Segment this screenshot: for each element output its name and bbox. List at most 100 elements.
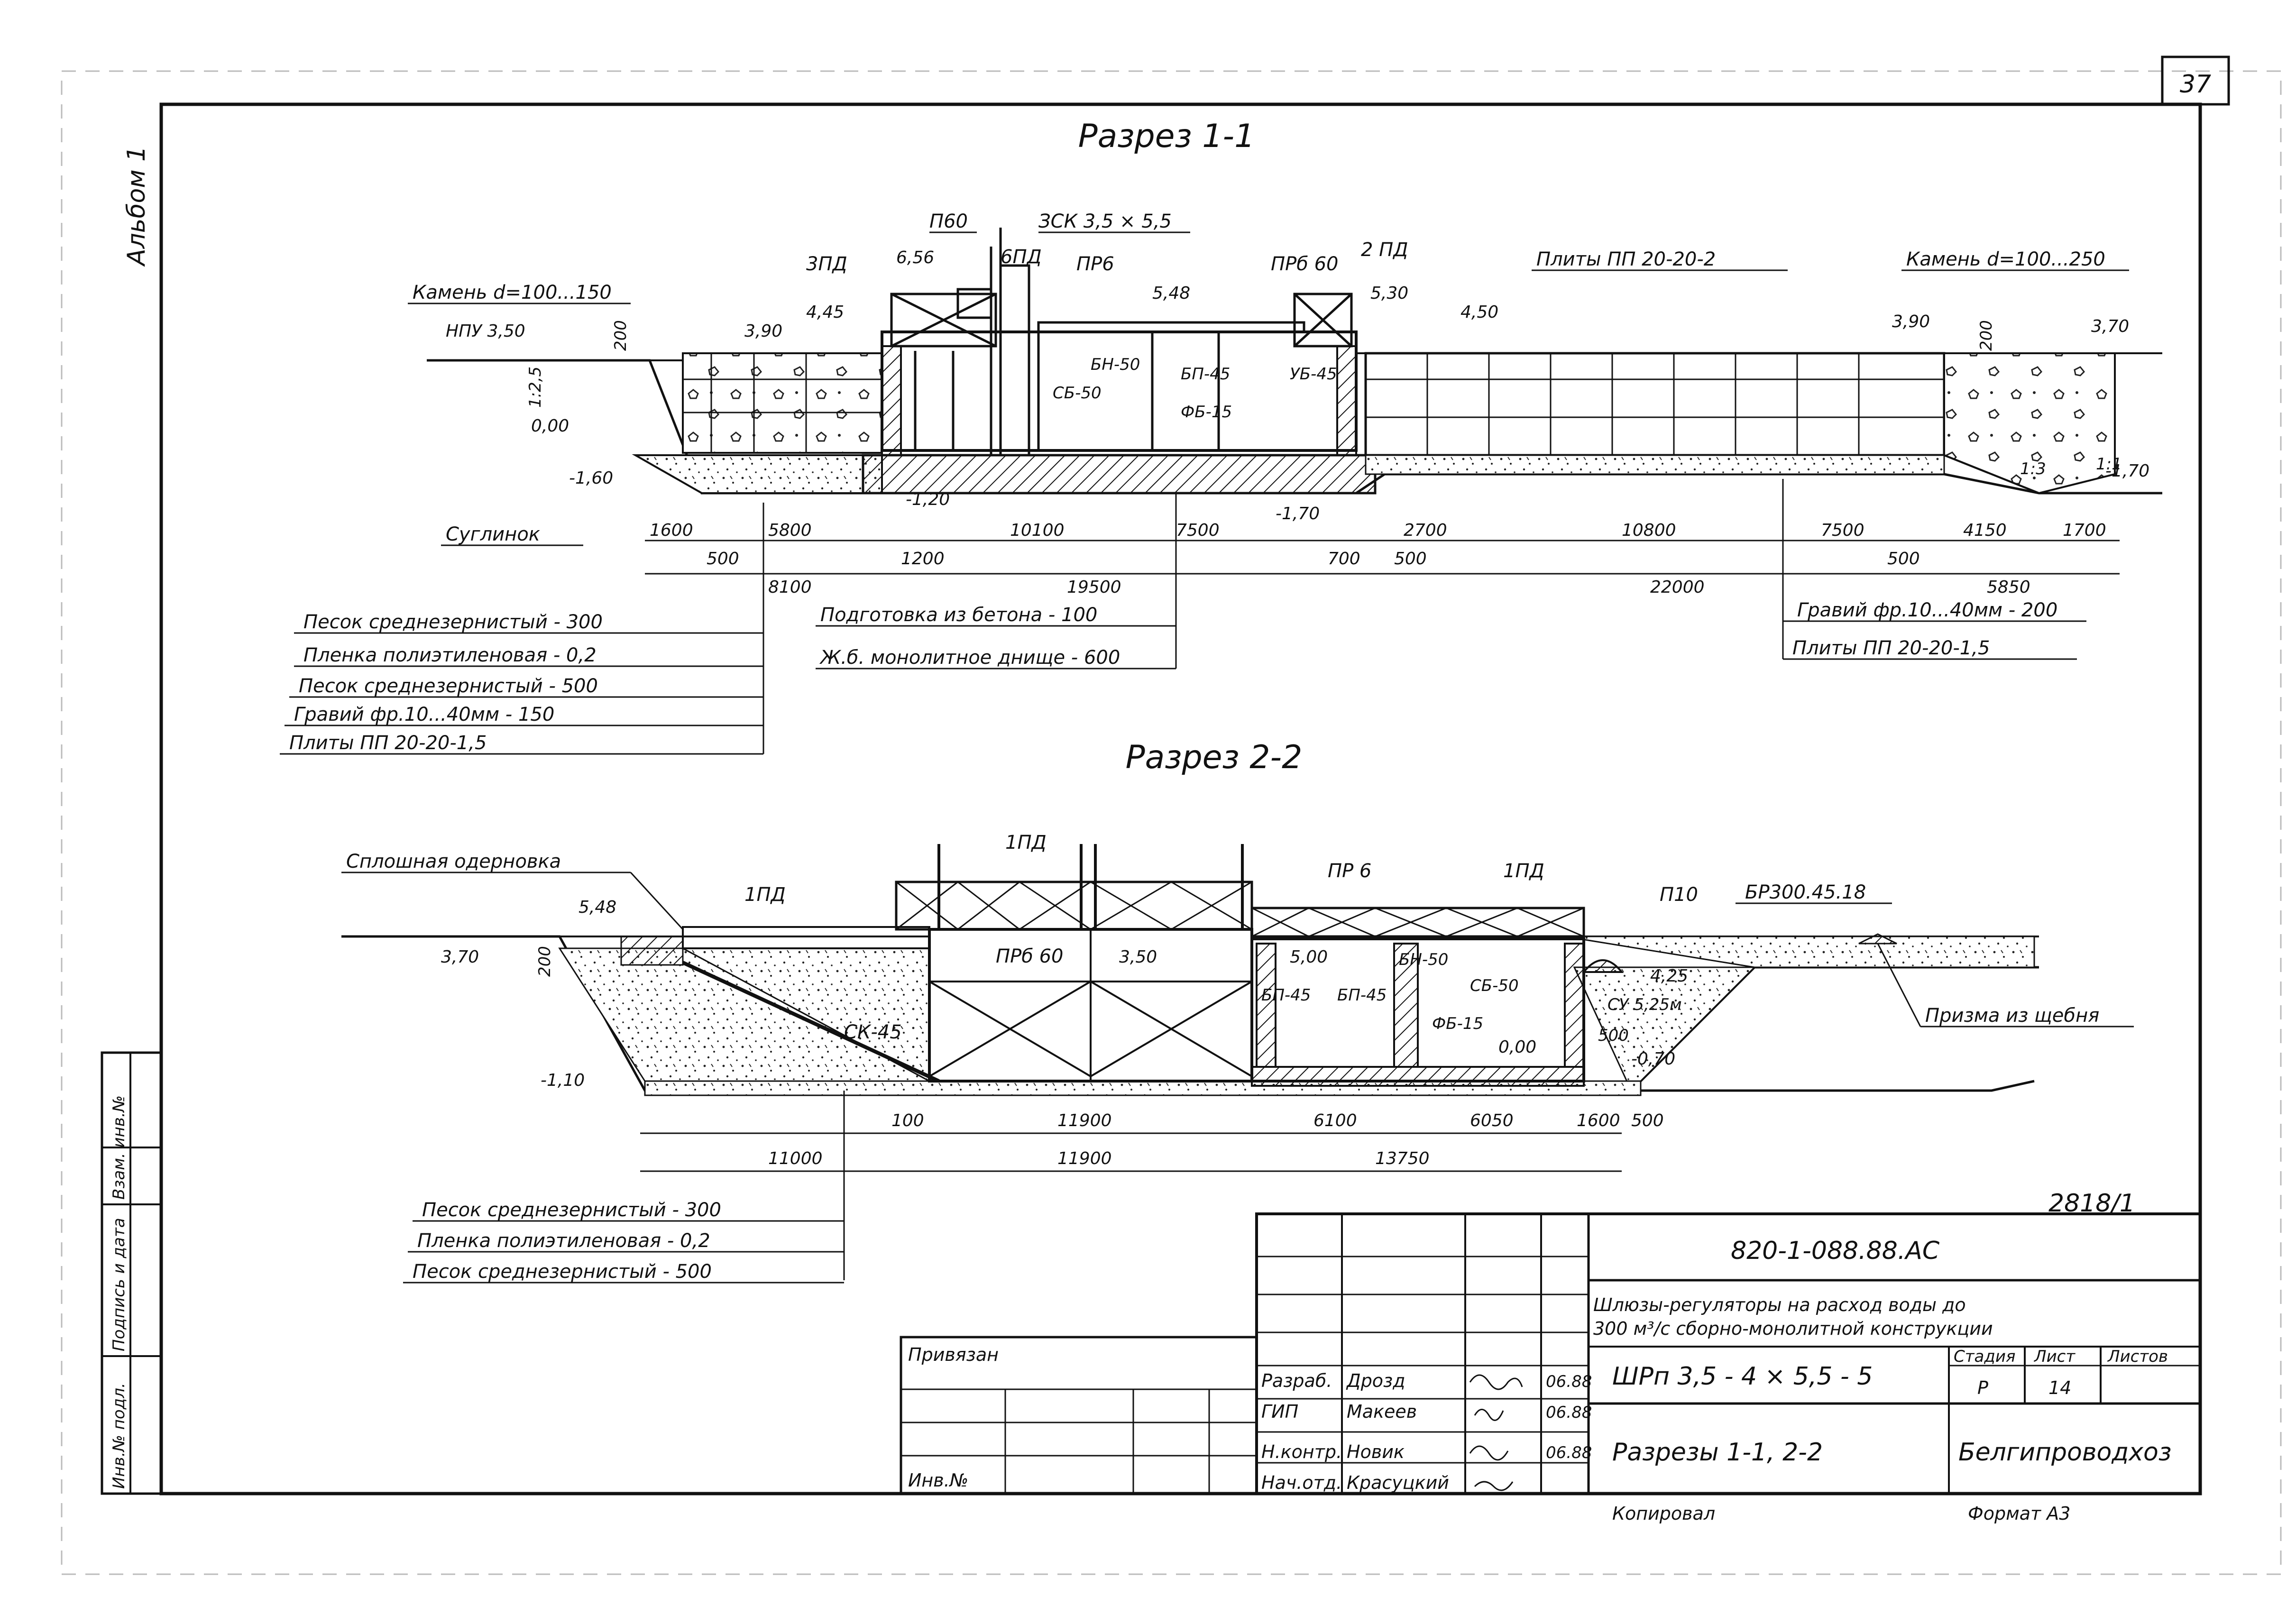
s1-sand-left	[632, 454, 883, 494]
label-section2-labels-sb50: СБ-50	[1470, 976, 1519, 995]
label-section1-labels-mark_530: 5,30	[1370, 284, 1408, 303]
doc-code: 820-1-088.88.АС	[1731, 1237, 1940, 1265]
label-titleblock-sheets_header: Листов	[2107, 1347, 2168, 1366]
label-section1-dims-3: 8100	[768, 578, 812, 597]
privyazan: Привязан	[908, 1344, 999, 1365]
label-section1-labels-npu: НПУ 3,50	[446, 321, 525, 341]
label-section1-dims-1: 5800	[768, 521, 812, 540]
label-titleblock-roles-1-name: Макеев	[1347, 1401, 1417, 1422]
label-section2-labels-mark_350: 3,50	[1119, 947, 1157, 967]
label-section1-labels-mark_370: 3,70	[2091, 317, 2129, 336]
label-section1-labels-bn50: БН-50	[1091, 355, 1140, 374]
label-section2-labels-sod: Сплошная одерновка	[346, 851, 561, 872]
label-section1-dims-4: 1200	[901, 549, 945, 569]
label-titleblock-roles-1-date: 06.88	[1546, 1403, 1592, 1422]
label-section1-dims-2: 500	[707, 549, 739, 569]
label-section1-labels-mark_390_left: 3,90	[744, 321, 782, 341]
s1-layers-center: Подготовка из бетона - 100 Ж.б. монолитн…	[816, 493, 1177, 670]
label-section1-dims-12: 22000	[1650, 578, 1705, 597]
label-section1-labels-p60: П60	[929, 211, 968, 232]
label-titleblock-sheet_no: 14	[2048, 1377, 2071, 1398]
label-section1-labels-mark_390_right: 3,90	[1892, 312, 1930, 331]
outer-trim-line	[61, 70, 2282, 1575]
label-section1-labels-mark_548: 5,48	[1152, 284, 1190, 303]
label-section1-labels-bp45: БП-45	[1181, 365, 1230, 384]
label-section2-labels-mark_500: 5,00	[1290, 947, 1328, 967]
label-section2-dims-5: 500	[1631, 1111, 1664, 1130]
format-label: Формат А3	[1968, 1503, 2070, 1524]
label-section1-labels-mark_m160: -1,60	[569, 468, 613, 488]
label-titleblock-roles-3-role: Нач.отд.	[1261, 1472, 1342, 1493]
label-section2-labels-bn50: БН-50	[1399, 950, 1448, 969]
label-section2-layers-1: Пленка полиэтиленовая - 0,2	[417, 1230, 710, 1252]
s1-stone-left	[682, 352, 883, 454]
title-block: Привязан Инв.№ 820-1-088.88.АС Шлюзы-рег…	[900, 1212, 2202, 1495]
label-section1-layers_left-3: Гравий фр.10...40мм - 150	[294, 704, 554, 725]
label-section2-dims-7: 11900	[1057, 1149, 1112, 1168]
label-section1-dims-10: 500	[1394, 549, 1427, 569]
s1-layers-right: Гравий фр.10...40мм - 200 Плиты ПП 20-20…	[1782, 479, 2086, 660]
label-section1-layers_left-1: Пленка полиэтиленовая - 0,2	[303, 644, 597, 666]
label-section1-dims-15: 4150	[1963, 521, 2007, 540]
label-section1-dims-8: 700	[1328, 549, 1360, 569]
side-stamp: Инв.№ подл. Подпись и дата Взам. инв.№	[101, 1051, 163, 1495]
label-section2-dims-4: 1600	[1577, 1111, 1620, 1130]
s2-layers: Песок среднезернистый - 300 Пленка полиэ…	[403, 1091, 845, 1284]
mark-code: ШРп 3,5 - 4 × 5,5 - 5	[1612, 1362, 1873, 1391]
title-line-1: Шлюзы-регуляторы на расход воды до	[1593, 1294, 1966, 1315]
label-section2-dims-1: 11900	[1057, 1111, 1112, 1130]
label-section1-dims-5: 10100	[1010, 521, 1065, 540]
label-section2-labels-sk45: СК-45	[844, 1021, 902, 1043]
label-section2-labels-one_pd_right: 1ПД	[1503, 860, 1544, 882]
label-section2-labels-mark_425: 4,25	[1650, 966, 1688, 986]
label-section1-labels-mark_000: 0,00	[531, 416, 569, 436]
section2-title: Разрез 2-2	[1126, 739, 1303, 776]
album-label: Альбом 1	[122, 146, 151, 267]
label-section1-labels-mark_m120: -1,20	[906, 490, 950, 509]
label-section1-labels-sb50: СБ-50	[1053, 384, 1102, 403]
label-section2-labels-mark_370: 3,70	[441, 947, 479, 967]
s2-sk45-slope	[682, 961, 940, 1083]
s1-apron-right	[1364, 352, 1946, 457]
label-section2-dims-8: 13750	[1375, 1149, 1430, 1168]
label-section1-dims-11: 10800	[1622, 521, 1676, 540]
inv-no: Инв.№	[908, 1470, 968, 1491]
label-titleblock-roles-1-role: ГИП	[1261, 1401, 1298, 1422]
label-section1-labels-loam: Суглинок	[446, 523, 540, 545]
label-titleblock-roles-2-name: Новик	[1347, 1441, 1405, 1462]
s2-bridge-right	[1250, 907, 1585, 938]
label-section1-labels-slope_11: 1:1	[2096, 455, 2122, 474]
label-titleblock-roles-0-name: Дрозд	[1346, 1370, 1405, 1391]
label-section1-labels-prb60: ПРб 60	[1271, 253, 1338, 275]
label-section2-labels-pr6: ПР 6	[1328, 860, 1371, 882]
label-titleblock-stage_header: Стадия	[1954, 1347, 2015, 1366]
label-section1-labels-mark_450: 4,50	[1460, 303, 1498, 322]
label-section1-dims-7: 19500	[1067, 578, 1121, 597]
label-section1-dims-16: 1700	[2063, 521, 2106, 540]
label-section1-labels-zsk: ЗСК 3,5 × 5,5	[1038, 211, 1172, 232]
page-number-box	[2161, 55, 2230, 106]
label-titleblock-roles-0-role: Разраб.	[1261, 1370, 1332, 1391]
organization: Белгипроводхоз	[1958, 1438, 2172, 1467]
label-section1-labels-mark_656: 6,56	[896, 248, 934, 267]
label-section2-labels-mark_m110: -1,10	[541, 1071, 585, 1090]
label-section1-layers_left-0: Песок среднезернистый - 300	[303, 611, 603, 633]
label-section1-labels-mark_445: 4,45	[806, 303, 844, 322]
s1-layers-left: Песок среднезернистый - 300 Пленка полиэ…	[280, 503, 764, 755]
label-section2-labels-bp45b: БП-45	[1337, 986, 1387, 1005]
label-section1-dims-0: 1600	[650, 521, 693, 540]
label-section2-dims-6: 11000	[768, 1149, 823, 1168]
page-number: 37	[2180, 70, 2211, 99]
label-section1-layers_left-4: Плиты ПП 20-20-1,5	[289, 732, 487, 754]
label-section2-labels-mark_m070: -0,70	[1631, 1049, 1675, 1069]
signatures	[1469, 1374, 1523, 1491]
label-section2-labels-dim_500: 500	[1598, 1026, 1629, 1045]
label-titleblock-sheet_header: Лист	[2033, 1347, 2076, 1366]
label-section2-layers-0: Песок среднезернистый - 300	[422, 1199, 721, 1221]
label-section1-layers_left-2: Песок среднезернистый - 500	[299, 675, 598, 697]
s1-slab-bottom	[862, 454, 1377, 495]
label-section1-labels-slope_125: 1:2,5	[526, 367, 545, 408]
section-2-2: Разрез 2-2	[341, 739, 2134, 1284]
label-section1-labels-stone_right: Камень d=100...250	[1906, 248, 2105, 270]
